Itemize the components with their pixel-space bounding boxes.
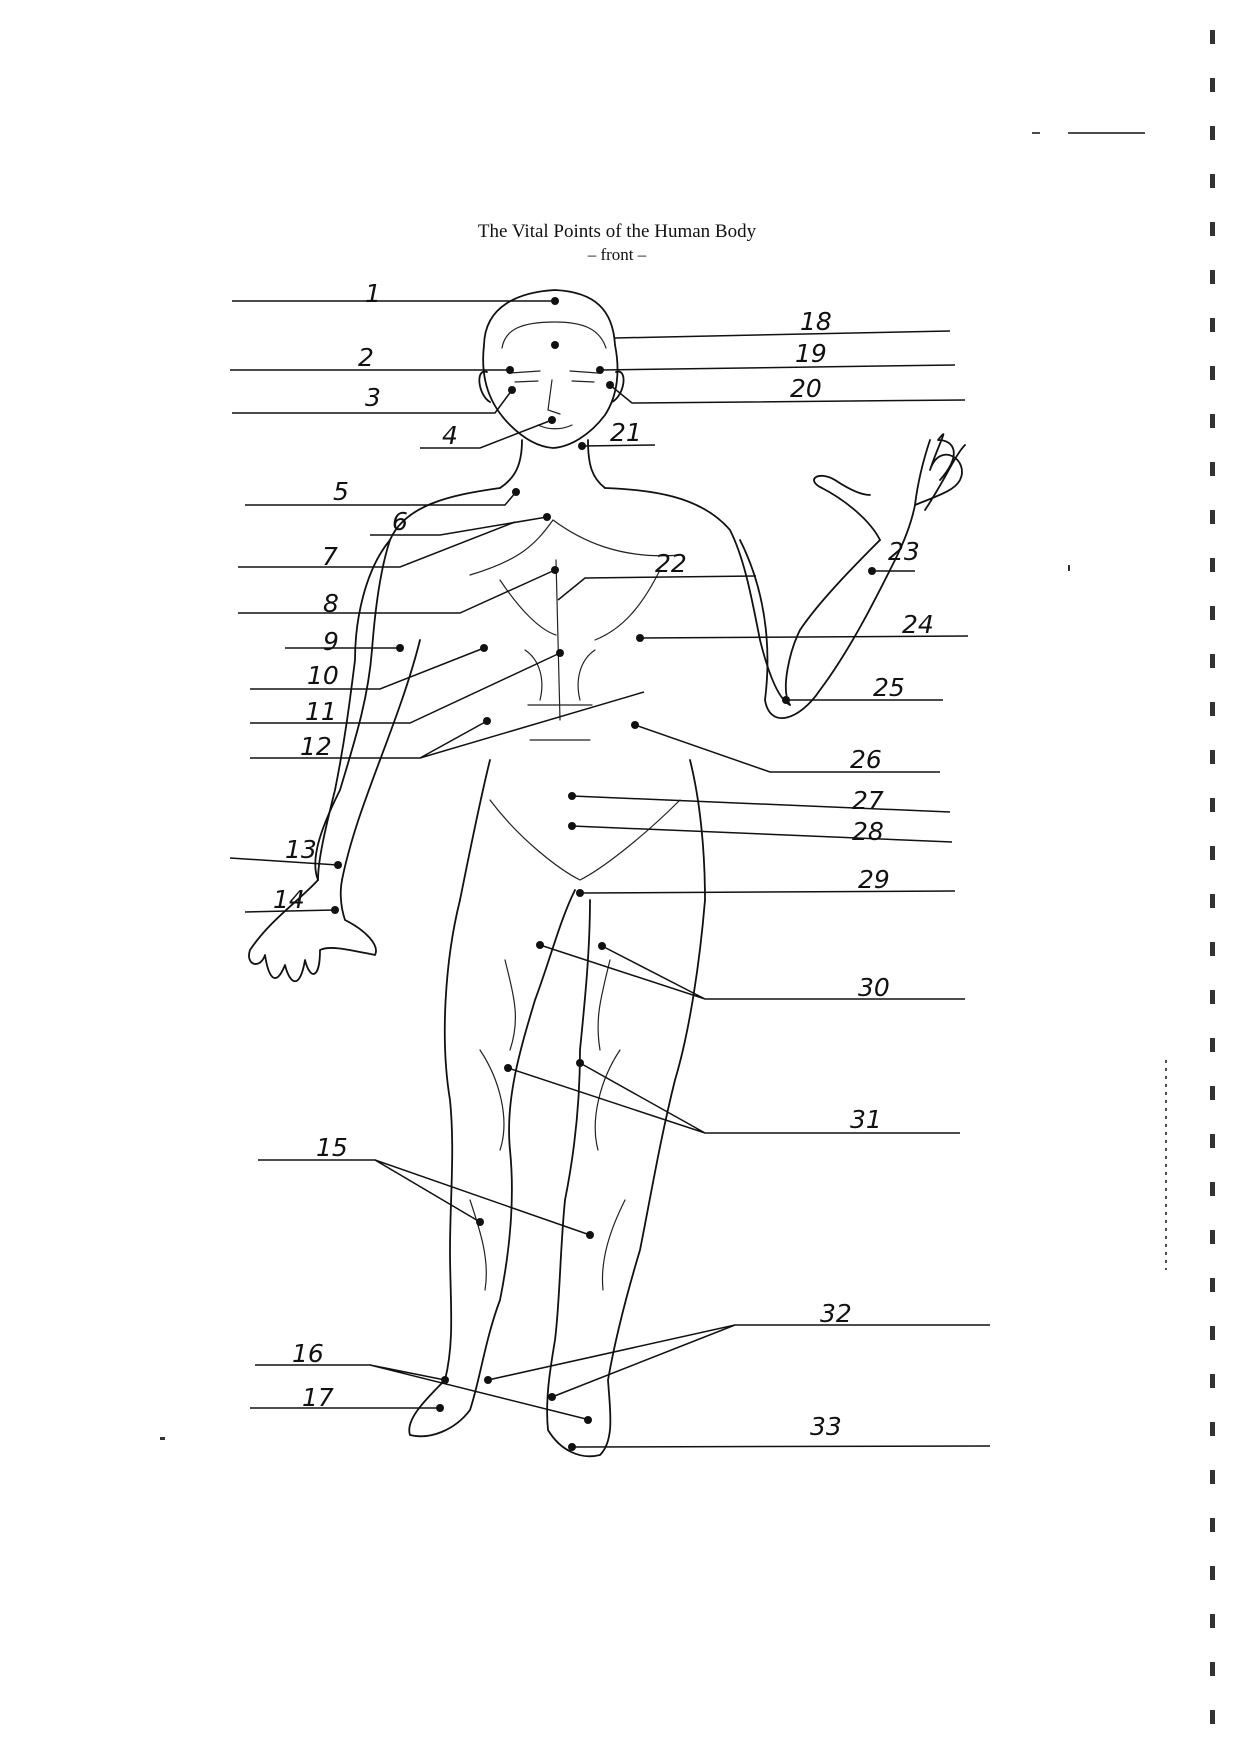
binder-hole [1210,1086,1215,1100]
binder-hole [1210,1662,1215,1676]
binder-hole [1210,1326,1215,1340]
point-label: 31 [850,1105,882,1134]
point-label: 29 [858,865,890,894]
binder-hole [1210,1278,1215,1292]
point-label: 2 [358,343,374,372]
point-label: 24 [902,610,934,639]
binder-hole [1210,126,1215,140]
binder-hole [1210,1182,1215,1196]
binder-hole [1210,78,1215,92]
diagram-subtitle: – front – [587,245,647,264]
point-label: 28 [852,817,884,846]
point-label: 26 [850,745,882,774]
point-label: 5 [333,477,349,506]
point-label: 23 [888,537,920,566]
binder-hole [1210,1134,1215,1148]
point-label: 15 [316,1133,348,1162]
point-label: 22 [655,549,687,578]
binder-hole [1210,846,1215,860]
point-label: 17 [302,1383,334,1412]
point-label: 30 [858,973,890,1002]
binder-hole [1210,606,1215,620]
binder-hole [1210,270,1215,284]
binder-hole [1210,654,1215,668]
point-label: 10 [307,661,339,690]
binder-hole [1210,750,1215,764]
vital-point-dots [331,297,876,1451]
point-label: 19 [795,339,827,368]
point-label: 8 [323,589,339,618]
binder-hole [1210,1566,1215,1580]
binder-hole [1210,30,1215,44]
binder-hole [1210,558,1215,572]
point-label: 7 [322,542,338,571]
point-label: 13 [285,835,317,864]
binder-hole [1210,1518,1215,1532]
point-label: 33 [810,1412,842,1441]
point-label: 12 [300,732,332,761]
binder-hole [1210,990,1215,1004]
point-label: 32 [820,1299,852,1328]
binder-hole [1210,1374,1215,1388]
binder-hole [1210,1038,1215,1052]
point-label: 27 [852,786,884,815]
binder-hole [1210,1614,1215,1628]
scan-marks [160,133,1166,1440]
binder-hole [1210,1230,1215,1244]
binder-hole [1210,702,1215,716]
binder-hole [1210,798,1215,812]
point-label: 9 [323,627,339,656]
point-label: 20 [790,374,822,403]
binder-hole [1210,1470,1215,1484]
point-label: 25 [873,673,905,702]
point-label: 11 [305,697,337,726]
binder-hole [1210,222,1215,236]
binder-hole [1210,462,1215,476]
point-label: 14 [273,885,305,914]
point-label: 3 [365,383,381,412]
binder-hole [1210,414,1215,428]
binder-hole [1210,318,1215,332]
binder-hole [1210,174,1215,188]
diagram-title: The Vital Points of the Human Body [478,221,757,242]
point-label: 1 [365,279,381,308]
point-label: 18 [800,307,832,336]
binder-holes [1210,30,1215,1724]
point-label: 4 [442,421,458,450]
point-label: 21 [610,418,642,447]
binder-hole [1210,942,1215,956]
point-label: 6 [392,507,408,536]
binder-hole [1210,894,1215,908]
binder-hole [1210,1422,1215,1436]
binder-hole [1210,1710,1215,1724]
binder-hole [1210,510,1215,524]
point-label: 16 [292,1339,324,1368]
binder-hole [1210,366,1215,380]
